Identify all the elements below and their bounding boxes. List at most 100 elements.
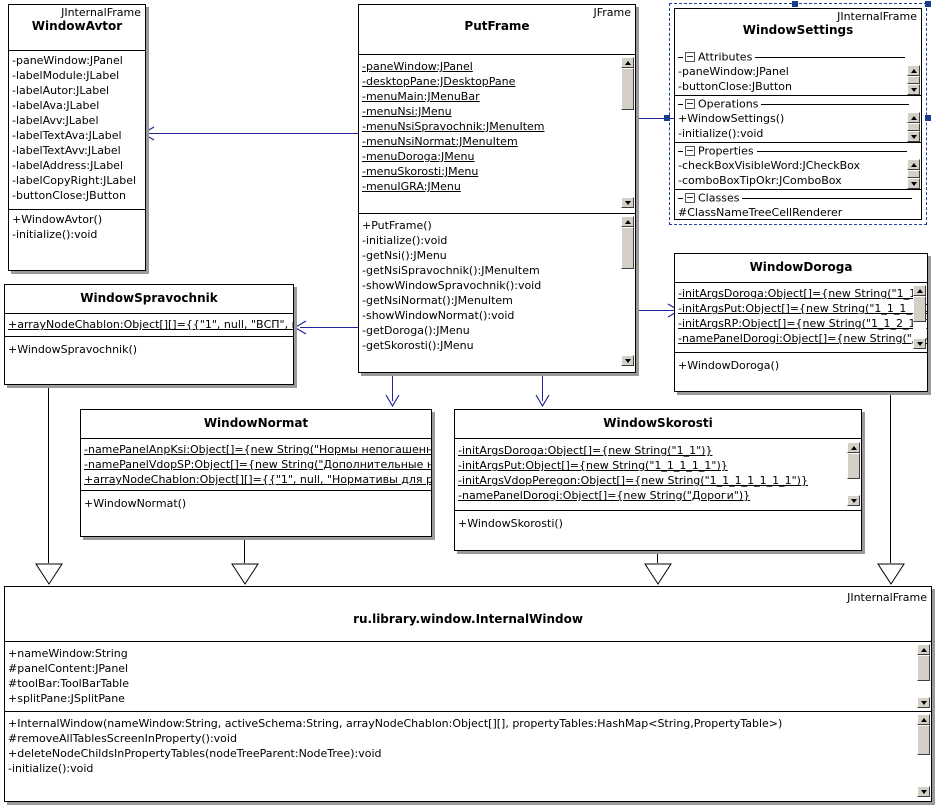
attributes-scrollbar[interactable]: [917, 644, 930, 708]
attributes-scrollbar[interactable]: [621, 57, 634, 208]
operations-scrollbar[interactable]: [907, 112, 920, 142]
operation-row: #removeAllTablesScreenInProperty():void: [8, 732, 237, 745]
class-window-doroga[interactable]: WindowDoroga -initArgsDoroga:Object[]={n…: [674, 253, 928, 392]
scrollbar-thumb[interactable]: [917, 655, 930, 681]
scrollbar-thumb[interactable]: [913, 296, 926, 322]
class-window-settings[interactable]: JInternalFrame WindowSettings Attributes…: [669, 3, 927, 225]
class-header-window-normat: WindowNormat: [81, 410, 431, 439]
scroll-up-arrow-icon[interactable]: [621, 216, 634, 227]
section-header-operations[interactable]: Operations: [675, 96, 921, 111]
attributes-scrollbar[interactable]: [913, 285, 926, 349]
attributes-compartment: -initArgsDoroga:Object[]={new String("1_…: [675, 283, 927, 353]
attributes-compartment: -paneWindow:JPanel -labelModule:JLabel -…: [9, 51, 145, 210]
property-row: -checkBoxVisibleWord:JCheckBox: [678, 159, 861, 172]
attribute-row: -desktopPane:JDesktopPane: [362, 75, 516, 88]
selection-handle-top-right[interactable]: [925, 1, 931, 7]
section-dash: [678, 197, 683, 199]
class-internal-window[interactable]: JInternalFrame ru.library.window.Interna…: [4, 586, 932, 802]
class-header-window-avtor: JInternalFrame WindowAvtor: [9, 5, 145, 51]
scroll-down-arrow-icon[interactable]: [907, 131, 920, 142]
attribute-row: -paneWindow:JPanel: [12, 54, 123, 67]
dependency-putframe-windowspravochnik: [300, 327, 358, 328]
scrollbar-thumb[interactable]: [907, 76, 920, 84]
class-name: WindowSkorosti: [603, 416, 713, 430]
scroll-down-arrow-icon[interactable]: [917, 697, 930, 708]
scroll-down-arrow-icon[interactable]: [917, 786, 930, 797]
dependency-putframe-windowskorosti: [542, 373, 543, 401]
attribute-row: -labelModule:JLabel: [12, 69, 120, 82]
scrollbar-thumb[interactable]: [907, 170, 920, 178]
scroll-up-arrow-icon[interactable]: [907, 159, 920, 170]
operation-row: -getSkorosti():JMenu: [362, 339, 474, 352]
scroll-down-arrow-icon[interactable]: [621, 197, 634, 208]
scrollbar-thumb[interactable]: [847, 453, 860, 479]
operations-scrollbar[interactable]: [621, 216, 634, 366]
class-window-avtor[interactable]: JInternalFrame WindowAvtor -paneWindow:J…: [8, 4, 146, 271]
scrollbar-thumb[interactable]: [621, 68, 634, 110]
attributes-compartment: -paneWindow:JPanel -buttonClose:JButton: [675, 64, 921, 96]
class-window-skorosti[interactable]: WindowSkorosti -initArgsDoroga:Object[]=…: [454, 409, 862, 551]
class-window-normat[interactable]: WindowNormat -namePanelAnpKsi:Object[]={…: [80, 409, 432, 537]
scroll-up-arrow-icon[interactable]: [847, 442, 860, 453]
class-stereotype: JInternalFrame: [847, 591, 927, 604]
class-header-window-skorosti: WindowSkorosti: [455, 410, 861, 439]
scroll-up-arrow-icon[interactable]: [917, 644, 930, 655]
selection-handle-left[interactable]: [664, 115, 670, 121]
generalization-line-normat: [244, 537, 245, 563]
attribute-row: -labelAvv:JLabel: [12, 114, 99, 127]
attribute-row: -labelAddress:JLabel: [12, 159, 124, 172]
attributes-scrollbar[interactable]: [847, 442, 860, 506]
section-header-attributes[interactable]: Attributes: [675, 49, 921, 64]
section-rule: [742, 197, 913, 199]
section-label: Classes: [698, 191, 740, 205]
class-put-frame[interactable]: JFrame PutFrame -paneWindow:JPanel -desk…: [358, 4, 636, 373]
operations-compartment: +WindowSkorosti(): [455, 511, 861, 549]
scrollbar-thumb[interactable]: [907, 123, 920, 131]
collapse-toggle-icon[interactable]: [685, 99, 695, 109]
collapse-toggle-icon[interactable]: [685, 146, 695, 156]
section-dash: [678, 56, 683, 58]
generalization-arrow-normat: [231, 563, 259, 585]
properties-scrollbar[interactable]: [907, 159, 920, 189]
section-header-properties[interactable]: Properties: [675, 143, 921, 158]
attribute-row: +arrayNodeChablon:Object[][]={{"1", null…: [84, 473, 431, 486]
scroll-up-arrow-icon[interactable]: [907, 112, 920, 123]
operations-compartment: +WindowNormat(): [81, 491, 431, 536]
attribute-row: -menuMain:JMenuBar: [362, 90, 480, 103]
properties-compartment: -checkBoxVisibleWord:JCheckBox -comboBox…: [675, 158, 921, 190]
scroll-down-arrow-icon[interactable]: [847, 495, 860, 506]
scrollbar-thumb[interactable]: [917, 725, 930, 755]
collapse-toggle-icon[interactable]: [685, 193, 695, 203]
scroll-down-arrow-icon[interactable]: [913, 338, 926, 349]
operations-scrollbar[interactable]: [917, 714, 930, 797]
selection-handle-top[interactable]: [792, 1, 798, 7]
operation-row: -getDoroga():JMenu: [362, 324, 470, 337]
scroll-down-arrow-icon[interactable]: [907, 84, 920, 95]
selection-handle-right[interactable]: [925, 115, 931, 121]
generalization-line-doroga: [890, 392, 891, 563]
scroll-up-arrow-icon[interactable]: [917, 714, 930, 725]
operations-compartment: +WindowSpravochnik(): [5, 337, 293, 384]
attributes-scrollbar[interactable]: [907, 65, 920, 95]
scroll-up-arrow-icon[interactable]: [907, 65, 920, 76]
section-rule: [761, 103, 910, 105]
scroll-up-arrow-icon[interactable]: [913, 285, 926, 296]
class-stereotype: JInternalFrame: [61, 6, 141, 19]
attribute-row: -initArgsPut:Object[]={new String("1_1_1…: [458, 459, 728, 472]
attribute-row: -initArgsDoroga:Object[]={new String("1_…: [678, 287, 927, 300]
scroll-down-arrow-icon[interactable]: [907, 178, 920, 189]
attribute-row: -initArgsRP:Object[]={new String("1_1_2_…: [678, 317, 927, 330]
scroll-down-arrow-icon[interactable]: [621, 355, 634, 366]
collapse-toggle-icon[interactable]: [685, 52, 695, 62]
operation-row: +WindowNormat(): [84, 497, 187, 510]
attribute-row: -paneWindow:JPanel: [678, 65, 789, 78]
attributes-compartment: -namePanelAnpKsi:Object[]={new String("Н…: [81, 439, 431, 491]
scrollbar-thumb[interactable]: [621, 227, 634, 269]
section-header-classes[interactable]: Classes: [675, 190, 921, 205]
attribute-row: -initArgsVdopPeregon:Object[]={new Strin…: [458, 474, 808, 487]
attribute-row: -initArgsDoroga:Object[]={new String("1_…: [458, 444, 713, 457]
class-window-spravochnik[interactable]: WindowSpravochnik +arrayNodeChablon:Obje…: [4, 284, 294, 385]
scroll-up-arrow-icon[interactable]: [621, 57, 634, 68]
section-label: Operations: [698, 97, 759, 111]
